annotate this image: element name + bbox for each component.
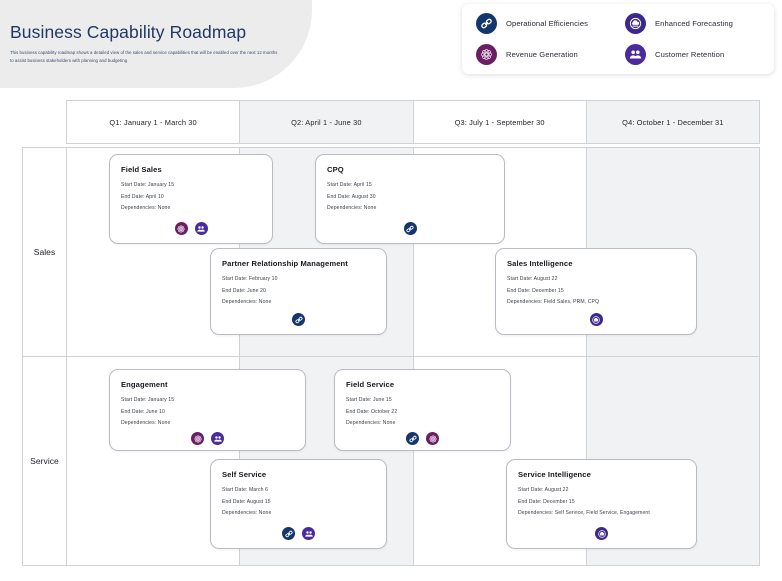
legend-item-label: Operational Efficiencies — [506, 19, 589, 28]
people-icon — [211, 432, 224, 445]
row-label: Service — [23, 357, 67, 565]
quarter-header-q3: Q3: July 1 - September 30 — [414, 101, 587, 143]
card-title: Field Sales — [121, 165, 162, 174]
card-end-date: End Date: June 20 — [222, 287, 266, 294]
link-icon — [282, 527, 295, 540]
card-dependencies: Dependencies: None — [121, 420, 171, 426]
card-start-date: Start Date: February 10 — [222, 276, 278, 282]
card-title: CPQ — [327, 165, 344, 174]
card-dependencies: Dependencies: None — [222, 510, 272, 516]
card-icons — [518, 521, 685, 540]
card-meta: Start Date: January 15 End Date: June 10 D… — [121, 397, 294, 426]
quarter-header-q2: Q2: April 1 - June 30 — [240, 101, 414, 143]
legend-item: Revenue Generation — [476, 39, 625, 70]
link-icon — [403, 222, 417, 235]
card-end-date: End Date: August 15 — [222, 498, 271, 505]
card-meta: Start Date: August 22 End Date: December … — [518, 487, 685, 516]
legend-item: Operational Efficiencies — [476, 8, 625, 39]
flower-gear-icon — [174, 222, 188, 235]
card-title: Self Service — [222, 470, 267, 479]
card-icons — [222, 307, 375, 326]
card-start-date: Start Date: August 22 — [518, 487, 569, 493]
link-icon — [476, 13, 497, 34]
card-title: Sales Intelligence — [507, 259, 573, 268]
card-start-date: Start Date: June 15 — [346, 397, 392, 403]
people-icon — [302, 527, 315, 540]
card-icons — [121, 216, 261, 235]
card-meta: Start Date: June 15 End Date: October 22 D… — [346, 397, 499, 426]
quarter-header-q1: Q1: January 1 - March 30 — [67, 101, 241, 143]
card-meta: Start Date: March 6 End Date: August 15 De… — [222, 487, 375, 516]
forecast-cloud-icon — [595, 527, 608, 540]
legend-item: Enhanced Forecasting — [625, 8, 774, 39]
quarter-header-q4: Q4: October 1 - December 31 — [586, 101, 759, 143]
link-icon — [406, 432, 419, 445]
people-icon — [625, 44, 646, 65]
card-dependencies: Dependencies: Field Sales, PRM, CPQ — [507, 299, 600, 305]
legend-item-label: Revenue Generation — [506, 50, 578, 59]
legend-item-label: Customer Retention — [655, 50, 725, 59]
flower-gear-icon — [476, 44, 497, 65]
legend-item-label: Enhanced Forecasting — [655, 19, 733, 28]
card-start-date: Start Date: January 15 — [121, 397, 175, 403]
card-meta: Start Date: April 15 End Date: August 30 D… — [327, 182, 493, 211]
flower-gear-icon — [191, 432, 204, 445]
flower-gear-icon — [426, 432, 439, 445]
card-start-date: Start Date: April 15 — [327, 182, 372, 188]
forecast-cloud-icon — [625, 13, 646, 34]
card-dependencies: Dependencies: None — [121, 205, 171, 211]
card-meta: Start Date: February 10 End Date: June 20… — [222, 276, 375, 305]
card-end-date: End Date: June 10 — [121, 408, 165, 415]
card-icons — [121, 426, 294, 445]
card-title: Service Intelligence — [518, 470, 591, 479]
header: Business Capability Roadmap This busines… — [10, 22, 310, 64]
card-icons — [346, 426, 499, 445]
link-icon — [292, 313, 305, 326]
card-title: Partner Relationship Management — [222, 259, 348, 268]
card-meta: Start Date: January 15 End Date: April 10… — [121, 182, 261, 211]
card-icons — [327, 216, 493, 235]
header-background-shape — [0, 0, 312, 88]
legend-panel: Operational Efficiencies Enhanced Forecas… — [462, 4, 774, 74]
card-meta: Start Date: August 22 End Date: December … — [507, 276, 685, 305]
card-title: Field Service — [346, 380, 395, 389]
card-start-date: Start Date: March 6 — [222, 487, 269, 493]
people-icon — [194, 222, 208, 235]
card-start-date: Start Date: August 22 — [507, 276, 558, 282]
card-end-date: End Date: August 30 — [327, 193, 376, 200]
legend-item: Customer Retention — [625, 39, 774, 70]
card-icons — [507, 307, 685, 326]
card-end-date: End Date: December 15 — [507, 287, 564, 294]
row-label: Sales — [23, 148, 67, 356]
capability-card-cpq[interactable]: CPQ Start Date: April 15 End Date: August … — [315, 154, 505, 244]
page-title: Business Capability Roadmap — [10, 22, 247, 42]
forecast-cloud-icon — [589, 313, 603, 326]
page-subtitle: This business capability roadmap shows a… — [10, 50, 278, 63]
card-dependencies: Dependencies: None — [346, 420, 396, 426]
card-dependencies: Dependencies: None — [222, 299, 272, 305]
card-dependencies: Dependencies: None — [327, 205, 377, 211]
card-start-date: Start Date: January 15 — [121, 182, 175, 188]
card-end-date: End Date: December 15 — [518, 498, 575, 505]
card-icons — [222, 521, 375, 540]
card-title: Engagement — [121, 380, 168, 389]
card-dependencies: Dependencies: Self Service, Field Servic… — [518, 510, 650, 516]
card-end-date: End Date: April 10 — [121, 193, 164, 200]
card-end-date: End Date: October 22 — [346, 408, 398, 415]
